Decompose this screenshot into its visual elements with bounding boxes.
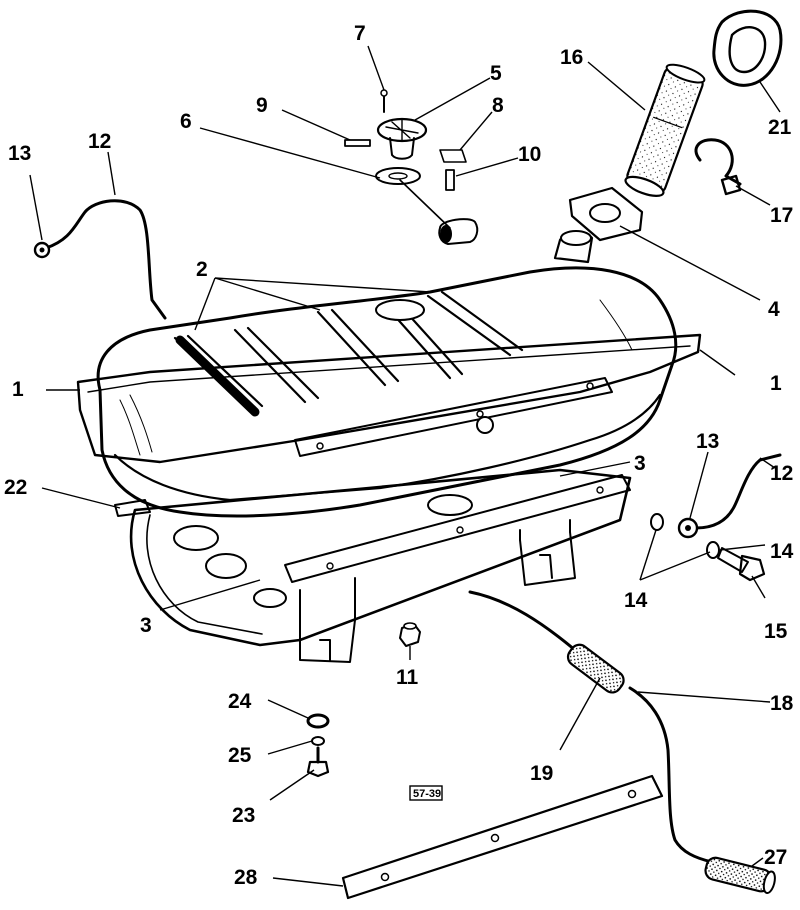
callout-7: 7 [354, 22, 366, 45]
callout-3-left: 3 [140, 614, 152, 637]
leader-lines [29, 45, 781, 887]
callout-5: 5 [490, 62, 502, 85]
callout-25: 25 [228, 744, 252, 767]
callout-23: 23 [232, 804, 255, 827]
callout-3-right: 3 [634, 452, 646, 475]
callout-15: 15 [764, 620, 788, 643]
callout-21: 21 [768, 116, 792, 139]
callout-13-right: 13 [696, 430, 719, 453]
callout-4: 4 [768, 298, 780, 321]
callout-labels: 1 1 2 3 3 4 5 6 7 8 9 10 11 12 12 13 13 … [4, 22, 794, 889]
ground-strap-left [33, 199, 167, 320]
figure-stamp: 57-39 [409, 785, 443, 801]
callout-9: 9 [256, 94, 268, 117]
callout-12-left: 12 [88, 130, 111, 153]
callout-18: 18 [770, 692, 794, 715]
filler-parts [568, 9, 783, 242]
tank-cradle [114, 468, 632, 663]
ground-strap-right [650, 453, 782, 582]
fuel-gauge-sender [344, 89, 479, 245]
callout-11: 11 [396, 666, 419, 689]
callout-14-left: 14 [624, 589, 648, 612]
callout-8: 8 [492, 94, 504, 117]
bottom-bolt-set [306, 713, 330, 778]
callout-1-left: 1 [12, 378, 24, 401]
tank-ribs [173, 290, 524, 417]
callout-10: 10 [518, 143, 541, 166]
callout-19: 19 [530, 762, 553, 785]
callout-28: 28 [234, 866, 258, 889]
callout-24: 24 [228, 690, 252, 713]
callout-14-right: 14 [770, 540, 794, 563]
callout-16: 16 [560, 46, 583, 69]
callout-2: 2 [196, 258, 208, 281]
callout-22: 22 [4, 476, 27, 499]
callout-27: 27 [764, 846, 787, 869]
retaining-strap [341, 774, 664, 900]
callout-12-right: 12 [770, 462, 793, 485]
fuel-tank [76, 230, 702, 518]
callout-1-right: 1 [770, 372, 782, 395]
fuel-line [468, 590, 776, 895]
figure-stamp-text: 57-39 [413, 788, 441, 800]
callout-13-left: 13 [8, 142, 31, 165]
callout-6: 6 [180, 110, 192, 133]
callout-17: 17 [770, 204, 793, 227]
nut [399, 622, 421, 647]
